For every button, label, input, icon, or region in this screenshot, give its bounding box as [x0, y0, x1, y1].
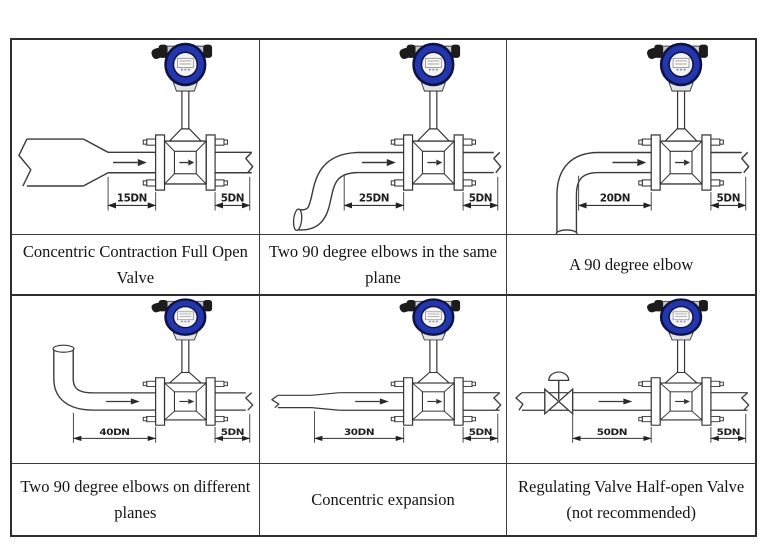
cell-concentric-contraction-diagram: 15DN 5DN	[12, 40, 260, 235]
two-elbows-same-plane-diagram: 25DN 5DN	[292, 42, 502, 232]
caption-line: Valve	[116, 267, 155, 287]
flowmeter-icon	[389, 298, 477, 427]
upstream-dimension: 25DN	[343, 175, 404, 211]
flowmeter-icon	[637, 298, 725, 427]
caption-two-elbows-same-plane: Two 90 degree elbows in the same plane	[259, 235, 508, 296]
flowmeter-icon	[141, 42, 229, 192]
downstream-dimension: 5DN	[462, 176, 498, 211]
downstream-dimension: 5DN	[710, 413, 747, 443]
upstream-dimension: 30DN	[313, 411, 404, 443]
flowmeter-icon	[389, 42, 477, 192]
caption-regulating-valve: Regulating Valve Half-open Valve (not re…	[507, 464, 755, 535]
downstream-dimension-label: 5DN	[717, 427, 741, 437]
upstream-dimension: 40DN	[72, 412, 157, 443]
pipe	[52, 344, 254, 411]
two-elbows-different-planes-diagram: 40DN 5DN	[52, 298, 254, 443]
caption-line: plane	[365, 267, 401, 287]
pipe	[270, 392, 502, 411]
caption-two-elbows-different-planes: Two 90 degree elbows on different planes	[12, 464, 260, 535]
downstream-dimension: 5DN	[214, 413, 251, 443]
downstream-dimension: 5DN	[710, 176, 747, 211]
concentric-expansion-diagram: 30DN 5DN	[270, 298, 502, 443]
flowmeter-icon	[141, 298, 229, 427]
cell-concentric-expansion-diagram: 30DN 5DN	[259, 296, 508, 464]
flow-arrow	[598, 398, 633, 405]
downstream-dimension-label: 5DN	[468, 192, 491, 204]
caption-line: Concentric Contraction Full Open	[22, 241, 248, 261]
upstream-dimension-label: 40DN	[99, 427, 129, 437]
ninety-degree-elbow-diagram: 20DN 5DN	[555, 42, 750, 234]
caption-line: Concentric expansion	[311, 489, 455, 509]
caption-concentric-expansion: Concentric expansion	[259, 464, 508, 535]
upstream-dimension: 20DN	[578, 175, 653, 211]
caption-90-degree-elbow: A 90 degree elbow	[507, 235, 755, 296]
upstream-dimension: 50DN	[572, 412, 653, 443]
concentric-contraction-diagram: 15DN 5DN	[18, 42, 254, 211]
regulating-valve-icon	[544, 371, 574, 416]
downstream-dimension: 5DN	[462, 413, 498, 443]
pipe	[555, 151, 750, 234]
caption-line: (not recommended)	[566, 502, 696, 522]
pipe	[18, 138, 254, 187]
pipe-opening	[52, 344, 75, 353]
downstream-dimension-label: 5DN	[221, 427, 245, 437]
cell-90-degree-elbow-diagram: 20DN 5DN	[507, 40, 755, 235]
upstream-dimension-label: 20DN	[600, 192, 630, 204]
upstream-dimension-label: 30DN	[344, 427, 374, 437]
downstream-dimension-label: 5DN	[468, 427, 492, 437]
upstream-dimension-label: 15DN	[117, 192, 147, 204]
cell-two-elbows-different-planes-diagram: 40DN 5DN	[12, 296, 260, 464]
caption-concentric-contraction: Concentric Contraction Full Open Valve	[12, 235, 260, 296]
downstream-dimension-label: 5DN	[221, 192, 244, 204]
upstream-dimension-label: 25DN	[358, 192, 388, 204]
upstream-dimension: 15DN	[107, 176, 157, 211]
caption-line: planes	[114, 502, 157, 522]
caption-line: Two 90 degree elbows on different	[20, 476, 251, 496]
cell-regulating-valve-diagram: 50DN 5DN	[507, 296, 755, 464]
caption-line: Two 90 degree elbows in the same	[269, 241, 497, 261]
flowmeter-icon	[637, 42, 725, 192]
upstream-dimension-label: 50DN	[597, 427, 627, 437]
pipe	[292, 151, 502, 232]
downstream-dimension: 5DN	[214, 176, 251, 211]
downstream-dimension-label: 5DN	[717, 192, 740, 204]
diagram-table: 15DN 5DN	[10, 38, 757, 537]
pipe-opening	[292, 208, 303, 232]
caption-line: Regulating Valve Half-open Valve	[518, 476, 745, 496]
pipe-opening	[555, 229, 579, 234]
cell-two-elbows-same-plane-diagram: 25DN 5DN	[259, 40, 508, 235]
caption-line: A 90 degree elbow	[569, 254, 694, 274]
regulating-valve-diagram: 50DN 5DN	[515, 298, 750, 443]
